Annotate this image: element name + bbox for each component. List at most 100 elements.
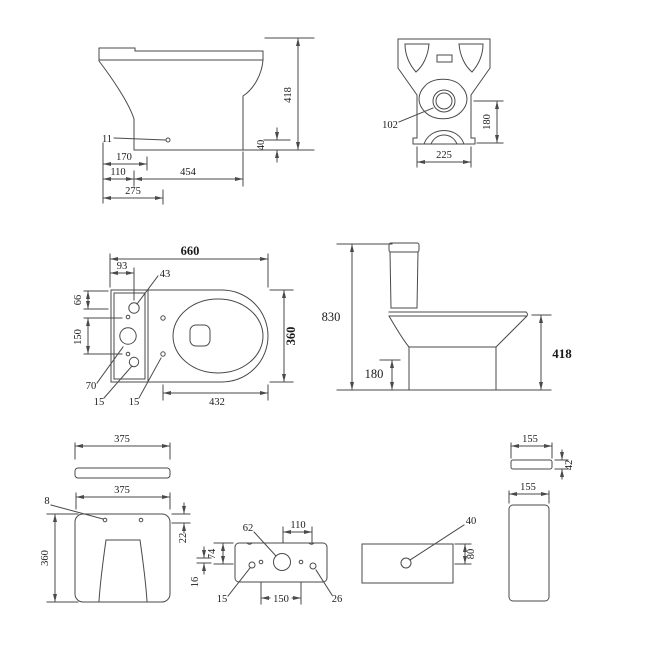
dim-225-label: 225: [436, 150, 452, 161]
base-arch-inner: [430, 134, 458, 145]
dim-93-label: 93: [117, 261, 128, 272]
dim-375b-label: 375: [114, 485, 130, 496]
deck-hole-top: [160, 315, 166, 321]
lid-side-profile: [74, 467, 171, 479]
pedestal: [408, 346, 497, 391]
pan-side-view: 11 418 40 170 110 454 275: [98, 37, 315, 205]
bowl-opening: [172, 298, 264, 374]
dim-110b-label: 110: [290, 520, 305, 531]
dim-80-label: 80: [466, 549, 477, 560]
leader-8: [50, 504, 104, 520]
overflow-hole-26: [309, 562, 317, 570]
dim-26-label: 26: [332, 594, 343, 605]
dim-66-label: 66: [73, 295, 84, 306]
dim-22-label: 22: [178, 533, 189, 544]
leader-40: [409, 524, 465, 561]
leader-70: [96, 346, 124, 384]
hinge-hole-left: [102, 517, 108, 523]
dim-150b-label: 150: [273, 594, 289, 605]
pan-fixing-hole: [165, 137, 171, 143]
dim-40-label: 40: [256, 140, 267, 151]
dim-180b-label: 180: [365, 367, 384, 381]
leader-15c: [227, 567, 251, 597]
leader-43: [136, 275, 159, 305]
cistern-hole-15: [128, 356, 140, 368]
cistern-side-view: 40 80: [361, 516, 477, 584]
dot-left: [258, 559, 264, 565]
cistern-side-outline: [361, 543, 454, 584]
dim-155a-label: 155: [522, 434, 538, 445]
dim-42-label: 42: [564, 460, 575, 471]
side-inlet-hole: [400, 557, 412, 569]
flush-hole: [189, 324, 211, 347]
plan-outline: [110, 289, 269, 383]
full-side-view: 830 180 418: [322, 242, 572, 391]
pan-outline: [98, 47, 264, 151]
shoulder-notch-right: [308, 542, 315, 545]
seat-inner-contour: [98, 539, 148, 602]
dim-660-label: 660: [181, 244, 200, 258]
cistern-bottom-view: 62 110 74 16 15 150 26: [190, 520, 342, 605]
cistern-inner-rect: [113, 292, 146, 380]
cistern-inlet-70: [119, 327, 137, 345]
seat-nose: [525, 311, 528, 318]
dim-418-label: 418: [283, 87, 294, 103]
pan-bottom-view: 102 180 225: [382, 38, 504, 168]
dim-170-label: 170: [116, 152, 132, 163]
dim-15b-label: 15: [129, 397, 140, 408]
leader-102: [398, 107, 434, 123]
dim-110-label: 110: [110, 167, 125, 178]
dim-74-label: 74: [207, 548, 218, 559]
dim-102-label: 102: [382, 120, 398, 131]
flush-parts-view: 155 42 155: [508, 434, 575, 602]
dim-16-label: 16: [190, 577, 201, 588]
cistern-lid: [388, 242, 420, 253]
plate-profile: [510, 459, 553, 470]
leader-15b: [138, 357, 162, 399]
cistern-dot-top: [125, 314, 131, 320]
bowl-underside: [495, 316, 527, 348]
dim-8-label: 8: [44, 496, 49, 507]
cistern-dot-bottom: [125, 351, 131, 357]
leader-62: [253, 531, 277, 557]
dim-180-label: 180: [482, 114, 493, 130]
leader-hole11: [113, 137, 166, 141]
deck-hole-bottom: [160, 351, 166, 357]
dim-275-label: 275: [125, 186, 141, 197]
dim-62-label: 62: [243, 523, 254, 534]
dim-360b-label: 360: [40, 550, 51, 566]
base-arch-outer: [423, 130, 465, 145]
dim-15c-label: 15: [217, 594, 228, 605]
dim-830-label: 830: [322, 310, 341, 324]
dim-70-label: 70: [86, 381, 97, 392]
left-wing-cutout: [404, 43, 430, 73]
pipe-column: [508, 504, 550, 602]
bowl-front-curve: [388, 315, 410, 348]
leader-15a: [103, 365, 133, 399]
center-bar: [436, 54, 453, 63]
dim-155b-label: 155: [520, 482, 536, 493]
dim-43-label: 43: [160, 269, 171, 280]
right-wing-cutout: [458, 43, 484, 73]
cistern-bottom-outline: [234, 542, 328, 583]
outlet-inner: [435, 92, 453, 110]
dim-432-label: 432: [209, 397, 225, 408]
outlet-outer: [432, 89, 456, 113]
dim-454-label: 454: [180, 167, 197, 178]
cistern-outer-rect: [110, 289, 149, 383]
dot-right: [298, 559, 304, 565]
seat-lid-view: 375 375 8 360 22: [40, 434, 191, 603]
dim-40b-label: 40: [466, 516, 477, 527]
dim-15a-label: 15: [94, 397, 105, 408]
outlet-boss: [418, 78, 468, 120]
dim-360-label: 360: [284, 327, 298, 346]
dim-hole11-label: 11: [102, 134, 112, 145]
fix-hole-left: [248, 561, 256, 569]
plan-view: 660 93 43 66 150 70 15 15 432 360: [73, 244, 298, 408]
dim-375a-label: 375: [114, 434, 130, 445]
cistern-hole-43: [128, 302, 140, 314]
cistern-body: [389, 251, 419, 309]
hinge-hole-right: [138, 517, 144, 523]
